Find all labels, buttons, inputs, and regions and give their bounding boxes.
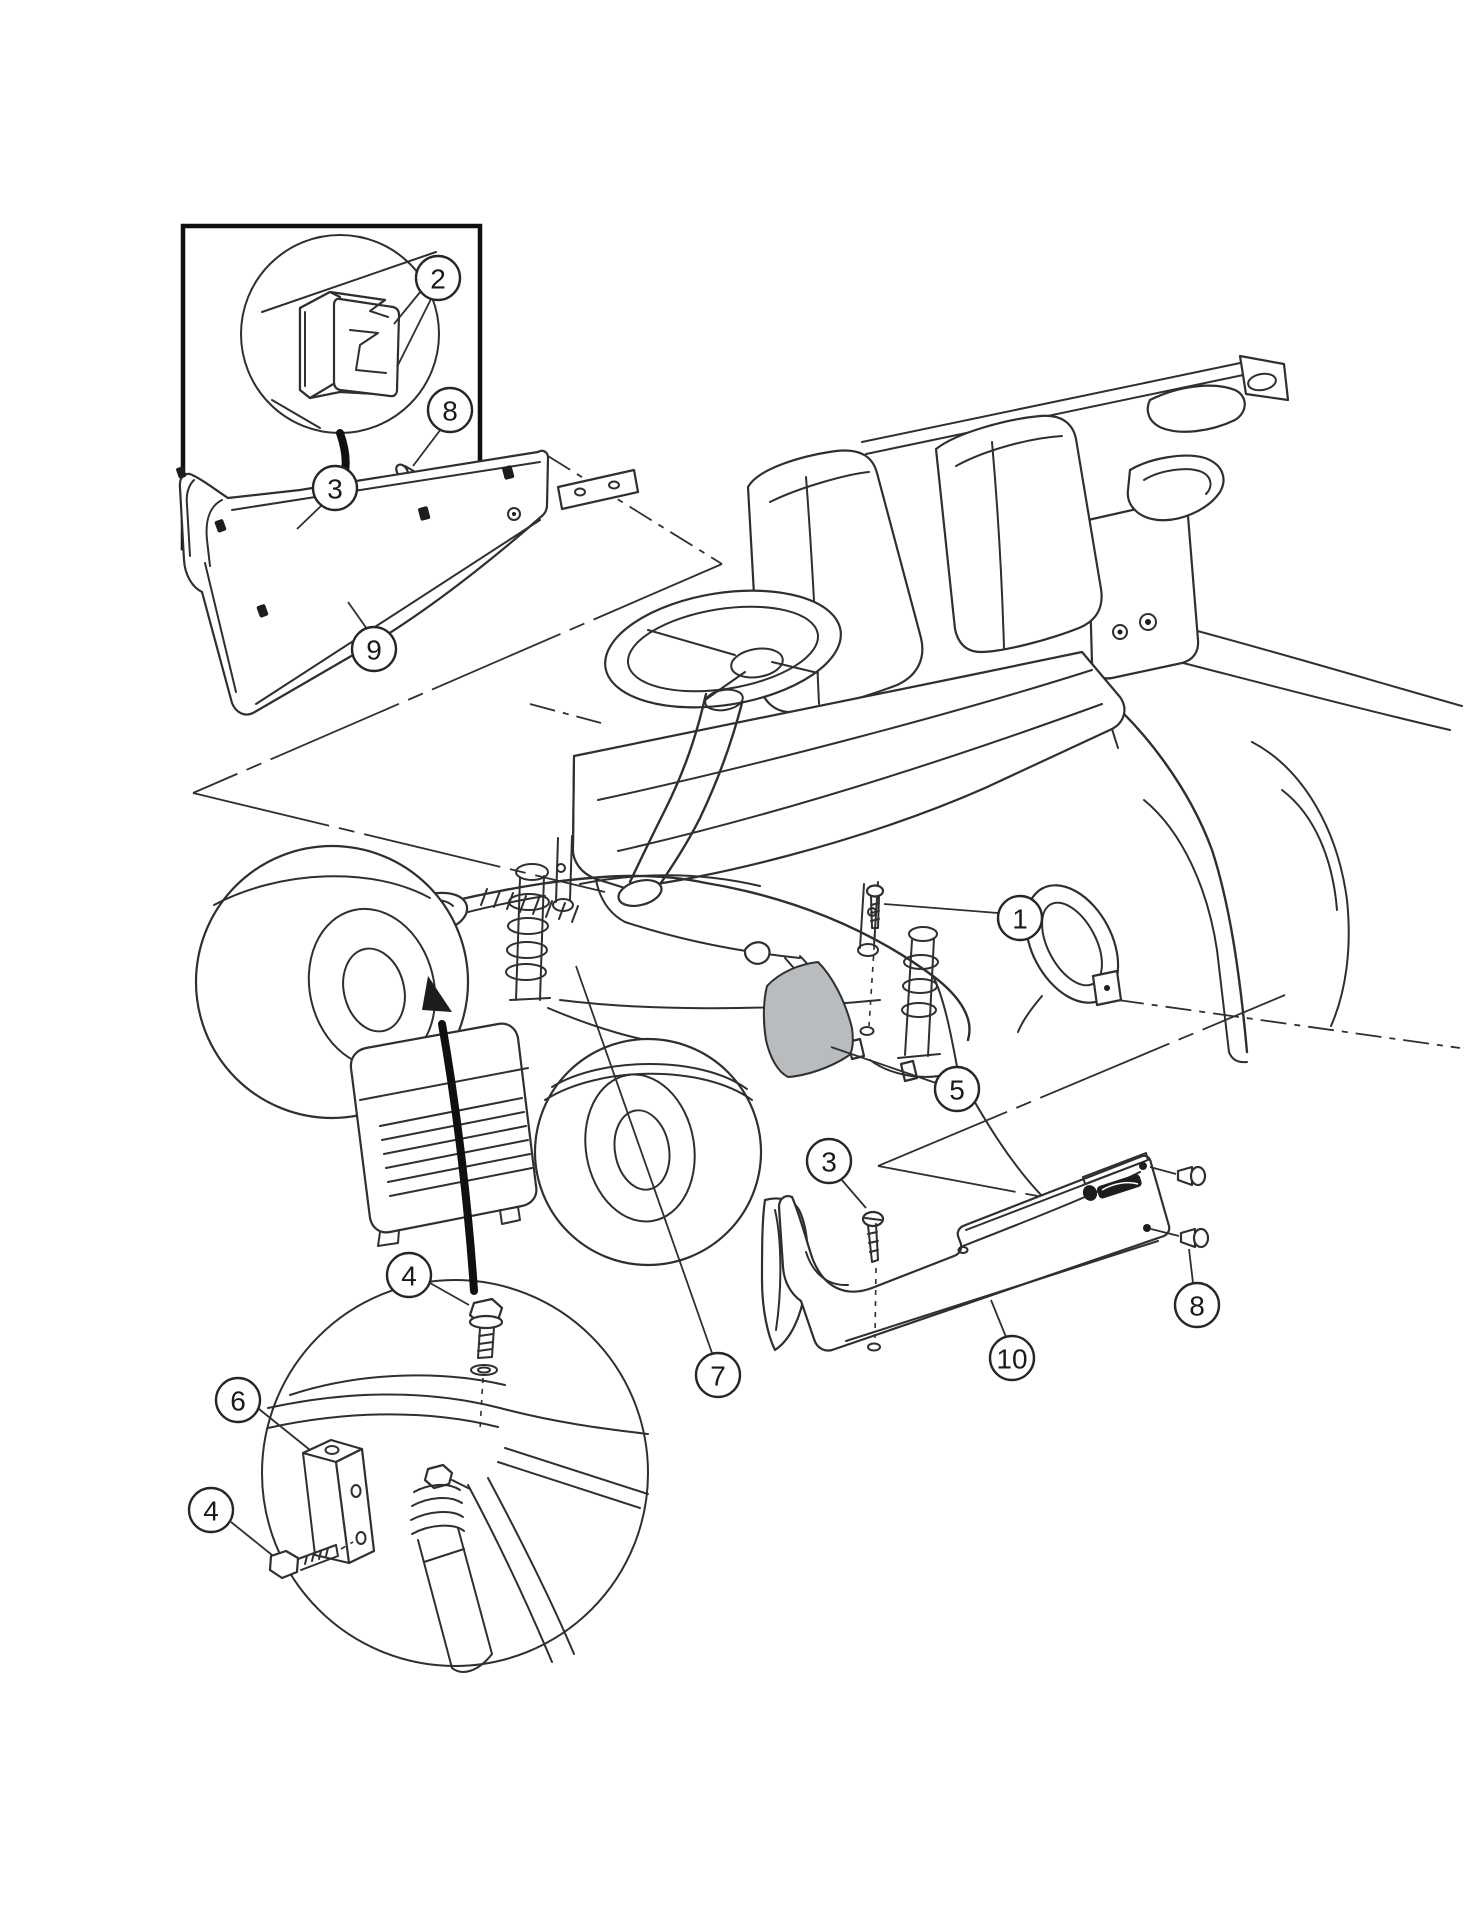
callout-7: 7 [575,965,742,1399]
callout-1-label: 1 [1012,904,1028,935]
callout-10: 10 [988,1299,1036,1382]
callout-2-circle [414,254,462,302]
rivet-lower-2 [1150,1227,1210,1249]
hex-bolt-top [468,1297,504,1431]
rear-wheel [1251,741,1350,1027]
callout-8-lower-circle [1173,1281,1221,1329]
steering-column [617,688,744,908]
steering-wheel [604,589,842,709]
callout-5-label: 5 [949,1075,965,1106]
callout-4-left: 4 [187,1486,273,1556]
callout-8-lower-leader [1188,1248,1194,1284]
front-wheel-right [533,1037,763,1267]
callout-8-upper-leader [412,428,442,467]
golf-cart-illustration [194,354,1463,1352]
callout-2-leader [393,290,422,325]
callout-7-leader [575,965,713,1354]
callout-4-left-circle [187,1486,235,1534]
callout-1-circle [996,894,1044,942]
bracket-detail-circle [261,1279,649,1673]
screw-part-1 [859,884,885,1036]
callout-10-label: 10 [996,1344,1027,1375]
callout-4-top-leader [429,1282,470,1306]
shaded-panel-5 [762,960,854,1079]
callout-3-lower-label: 3 [821,1147,837,1178]
callout-7-circle [694,1351,742,1399]
l-bracket [301,1438,376,1565]
callout-5: 5 [830,1046,981,1113]
callout-4-top-label: 4 [401,1261,417,1292]
callouts-layer: 1 2 3 3 4 4 5 6 7 8 8 9 10 [187,254,1221,1556]
location-arrow-lower [422,976,478,1295]
callout-9-circle [350,625,398,673]
callout-6-leader [258,1408,311,1451]
callout-2: 2 [393,254,462,368]
callout-8-upper: 8 [412,386,474,467]
callout-10-circle [988,1334,1036,1382]
callout-5-circle [933,1065,981,1113]
callout-4-left-label: 4 [203,1496,219,1527]
retaining-clip [298,290,401,400]
callout-1: 1 [883,894,1044,942]
callout-2-leader [396,298,432,368]
callout-6: 6 [214,1376,311,1451]
callout-2-label: 2 [430,264,446,295]
rear-fender [1098,690,1249,1064]
brand-badge [1082,1174,1142,1201]
callout-3-lower-leader [840,1178,867,1209]
armrest-right [1126,454,1225,522]
callout-4-top-circle [385,1251,433,1299]
callout-3-lower: 3 [805,1137,867,1209]
screw-lower-3 [861,1210,885,1339]
bench-seat-cushion [571,650,1126,923]
rocker-panel-9 [176,449,550,716]
seat-back-frame [556,354,1290,680]
callout-8-upper-label: 8 [442,396,458,427]
callout-10-leader [990,1299,1007,1338]
callout-8-lower: 8 [1173,1248,1221,1329]
callout-4-left-leader [230,1521,273,1556]
callout-3-upper-circle [311,464,359,512]
dash-vent-ticks [480,888,579,923]
battery-box [349,1022,538,1247]
callout-4-top: 4 [385,1251,470,1306]
rocker-panel-10 [777,1152,1171,1352]
callout-9: 9 [347,601,398,673]
callout-3-upper-label: 3 [327,474,343,505]
callout-9-leader [347,601,368,630]
callout-3-lower-circle [805,1137,853,1185]
callout-7-label: 7 [710,1361,726,1392]
callout-5-leader [830,1046,937,1084]
hex-bolt-left [268,1541,354,1580]
rivet-lower-1 [1149,1165,1207,1187]
callout-6-label: 6 [230,1386,246,1417]
callout-3-upper: 3 [296,464,359,530]
callout-8-lower-label: 8 [1189,1291,1205,1322]
callout-8-upper-circle [426,386,474,434]
callout-3-upper-leader [296,504,323,530]
body-side-right [846,969,1123,1198]
shock-absorber [410,1463,575,1673]
projection-lines [192,455,1461,1198]
armrest-foreground [1017,884,1120,1033]
callout-9-label: 9 [366,635,382,666]
callout-1-leader [883,903,999,914]
callout-6-circle [214,1376,262,1424]
